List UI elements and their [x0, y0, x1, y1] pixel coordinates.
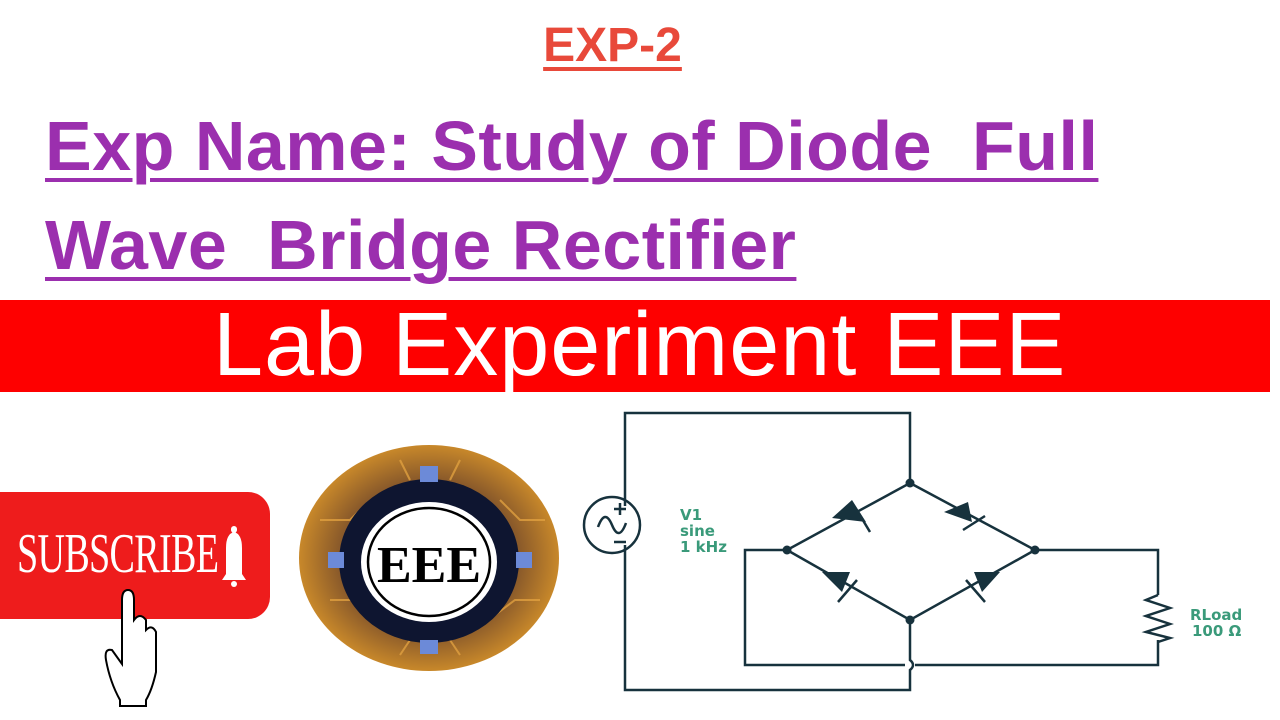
load-name: RLoad: [1190, 606, 1242, 624]
diode-icon: [944, 502, 986, 532]
diode-icon: [822, 572, 858, 603]
banner: Lab Experiment EEE: [0, 295, 1270, 395]
subscribe-button[interactable]: SUBSCRIBE: [0, 492, 270, 619]
experiment-title-line1: Exp Name: Study of Diode Full: [45, 107, 1099, 185]
subscribe-label: SUBSCRIBE: [17, 523, 219, 585]
eee-logo: EEE: [299, 445, 559, 671]
ac-source-icon: [582, 495, 642, 555]
banner-text: Lab Experiment EEE: [213, 295, 1067, 395]
logo-text: EEE: [377, 537, 481, 594]
resistor-icon: [1141, 593, 1175, 644]
source-frequency: 1 kHz: [680, 538, 727, 556]
circuit-nodes: [782, 478, 1040, 625]
experiment-title-line2: Wave Bridge Rectifier: [45, 206, 797, 284]
experiment-number: EXP-2: [543, 19, 682, 72]
diode-icon: [965, 572, 1000, 603]
source-type: sine: [680, 522, 715, 540]
load-value: 100 Ω: [1192, 622, 1242, 640]
bell-icon: [222, 526, 246, 587]
bridge-rectifier-circuit: [582, 411, 1175, 692]
hand-pointer-icon: [104, 588, 157, 707]
diode-icon: [832, 500, 872, 533]
source-name: V1: [680, 506, 702, 524]
